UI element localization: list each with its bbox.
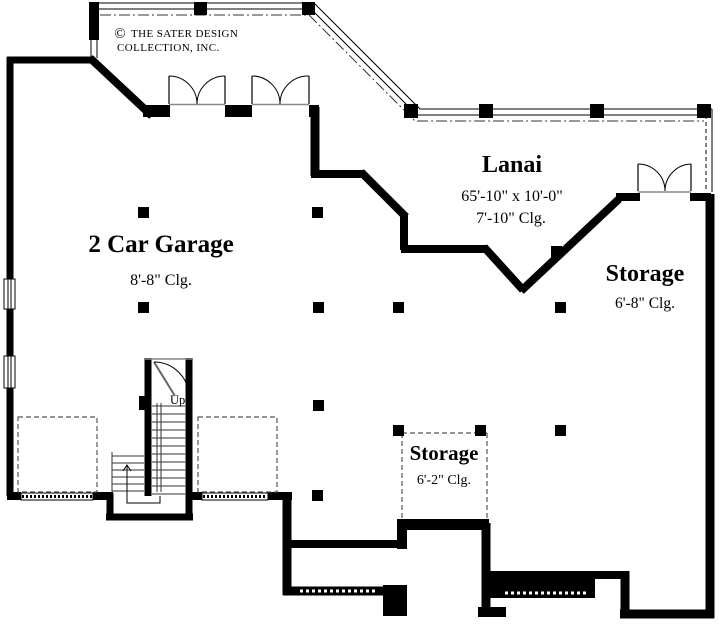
- lanai-border-diagonal: [358, 169, 409, 220]
- column-post: [312, 207, 323, 218]
- storage-wall-connector: [397, 519, 407, 549]
- stair-direction-arrow: [122, 464, 161, 504]
- storage-center-room-label: Storage: [410, 441, 479, 465]
- exterior-walls: [6, 55, 715, 619]
- garage-south-corner: [7, 492, 21, 500]
- column-post: [404, 104, 418, 118]
- column-post: [393, 425, 404, 436]
- column-post: [555, 302, 566, 313]
- column-post: [697, 104, 711, 118]
- window: [3, 278, 16, 310]
- northwest-diagonal-wall: [87, 55, 155, 119]
- lanai-v-diagonal-up: [518, 196, 622, 294]
- door-arc: [196, 75, 226, 105]
- column-post: [590, 104, 604, 118]
- column-post: [313, 302, 324, 313]
- door-arc: [251, 75, 281, 105]
- dashed-areas: [17, 416, 488, 519]
- storage-right-ceiling-label: 6'-8" Clg.: [615, 295, 675, 312]
- stairs-up-label: Up: [170, 393, 185, 407]
- door-arc: [168, 75, 198, 105]
- storage-south-wall: [397, 519, 489, 530]
- wall-foot: [478, 607, 506, 617]
- parking-pad-outline: [197, 416, 278, 493]
- garage-south-corner: [93, 492, 113, 500]
- stair-door-arc: [153, 361, 190, 398]
- stair-door-leaf: [153, 361, 176, 397]
- stair-treads-lower: [111, 452, 144, 492]
- wall-notch: [551, 246, 562, 257]
- copyright-line2: COLLECTION, INC.: [117, 42, 220, 54]
- storage-right-room-label: Storage: [606, 261, 685, 287]
- lanai-dimensions-label: 65'-10" x 10'-0": [461, 188, 562, 205]
- stair-door-pier: [139, 396, 149, 410]
- door-arc: [637, 163, 666, 192]
- garage-ceiling-label: 8'-8" Clg.: [130, 272, 192, 289]
- column-post: [138, 302, 149, 313]
- column-post: [479, 104, 493, 118]
- parking-pad-outline: [17, 416, 98, 493]
- south-pier: [383, 585, 407, 616]
- garage-doors: [168, 75, 310, 106]
- garage-room-label: 2 Car Garage: [88, 231, 233, 258]
- copyright-symbol: ©: [114, 26, 125, 42]
- porch-edge-outer: [93, 2, 712, 110]
- column-post: [475, 425, 486, 436]
- lanai-room-label: Lanai: [482, 152, 542, 178]
- porch-columns: [89, 2, 711, 118]
- interior-columns: [138, 207, 566, 501]
- door-arc: [664, 163, 692, 192]
- garage-south-corner: [188, 492, 202, 500]
- storage-center-ceiling-label: 6'-2" Clg.: [417, 473, 471, 488]
- copyright-line1: THE SATER DESIGN: [131, 28, 238, 40]
- garage-south-corner: [268, 492, 292, 500]
- column-post: [89, 2, 99, 40]
- column-post: [138, 207, 149, 218]
- column-post: [302, 2, 315, 15]
- column-post: [312, 490, 323, 501]
- windows: [3, 278, 16, 389]
- storage-double-door: [637, 163, 692, 193]
- lanai-ceiling-label: 7'-10" Clg.: [476, 210, 546, 227]
- column-post: [555, 425, 566, 436]
- window: [3, 355, 16, 389]
- column-post: [313, 400, 324, 411]
- porch-edge-inner: [93, 8, 708, 116]
- column-post: [194, 2, 207, 15]
- lanai-v-diagonal-down: [481, 244, 526, 293]
- door-arc: [279, 75, 310, 105]
- column-post: [393, 302, 404, 313]
- stairs: Up: [106, 358, 193, 521]
- copyright-notice: © THE SATER DESIGN COLLECTION, INC.: [114, 26, 238, 54]
